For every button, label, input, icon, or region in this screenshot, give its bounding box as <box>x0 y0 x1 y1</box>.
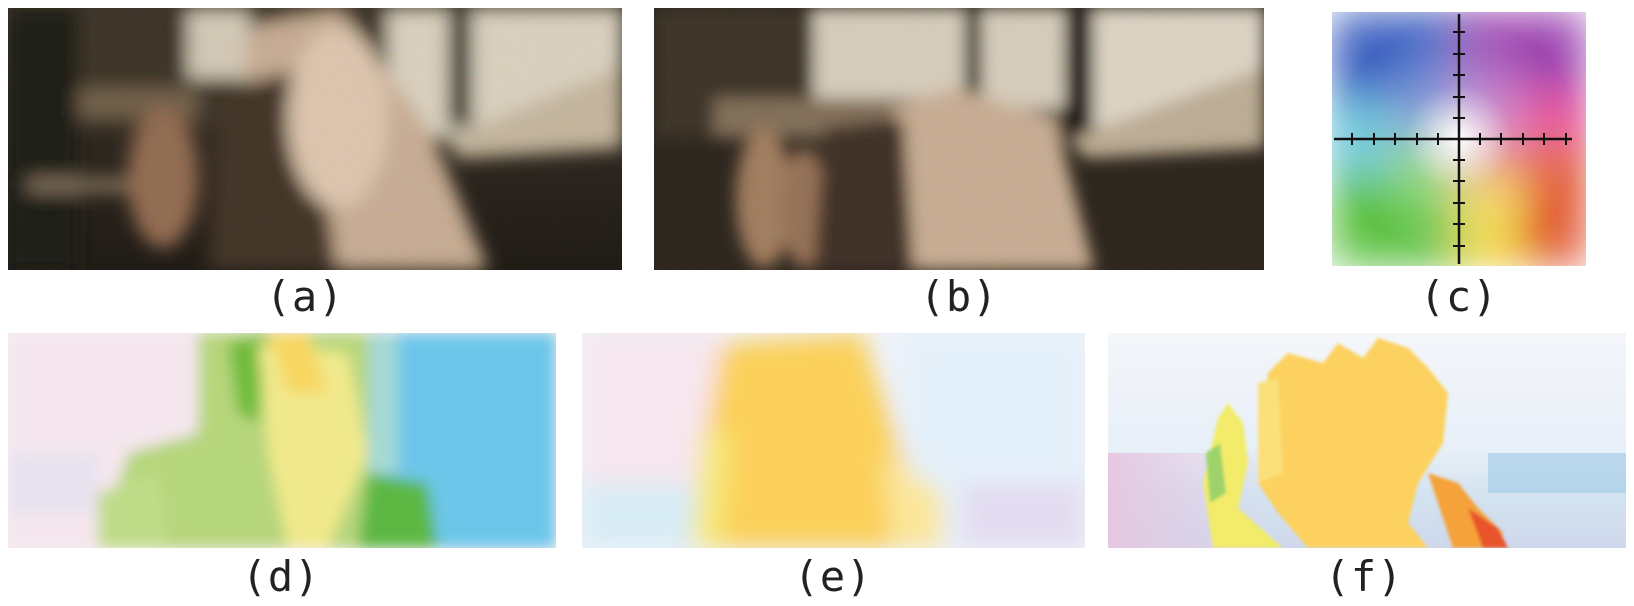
flow-field-f <box>1108 333 1626 548</box>
axis-ticks <box>1351 31 1567 247</box>
caption-c: (c) <box>1419 272 1499 321</box>
panel-a-input-frame-1 <box>8 8 622 270</box>
input-frame-1-image <box>8 8 622 270</box>
flow-field-e <box>582 333 1085 548</box>
caption-b: (b) <box>919 272 999 321</box>
panel-b-input-frame-2 <box>654 8 1264 270</box>
panel-f-ground-truth-flow <box>1108 333 1626 548</box>
caption-a: (a) <box>265 272 345 321</box>
panel-c-flow-color-key <box>1332 12 1586 266</box>
caption-e: (e) <box>793 552 873 601</box>
caption-f: (f) <box>1324 552 1404 601</box>
caption-d: (d) <box>241 552 321 601</box>
input-frame-2-image <box>654 8 1264 270</box>
flow-field-d <box>8 333 556 548</box>
color-wheel <box>1332 12 1586 266</box>
panel-e-flow-estimate-2 <box>582 333 1085 548</box>
panel-d-flow-estimate-1 <box>8 333 556 548</box>
